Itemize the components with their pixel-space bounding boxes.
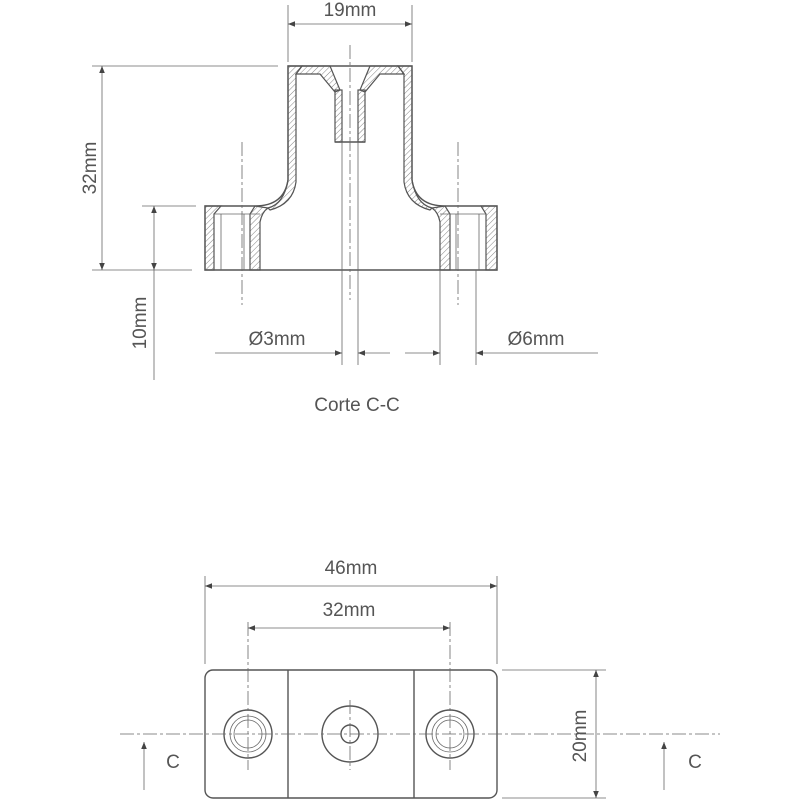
dim-depth: 20mm [570, 710, 591, 763]
plan-view: 46mm 32mm 20mm C C [120, 558, 720, 799]
hatch-right-tower [396, 65, 434, 211]
hatch-boss-left [334, 89, 343, 143]
hatch-right-flange [479, 205, 498, 271]
section-caption: Corte C-C [314, 395, 400, 416]
dim-flange-height: 10mm [130, 297, 151, 350]
dim-total-height: 32mm [80, 142, 101, 195]
section-marker-left: C [166, 752, 180, 773]
dim-inner-hole: Ø3mm [249, 329, 306, 350]
dim-overall-width: 46mm [325, 558, 378, 579]
section-view: 19mm 32mm 10mm Ø3mm Ø6mm Corte C-C [80, 0, 598, 416]
hatch-boss-right [357, 89, 366, 143]
dim-top-width: 19mm [324, 0, 377, 21]
hatch-top-cone-left [294, 65, 341, 93]
hatch-top-cone-right [359, 65, 406, 93]
hatch-left-flange [204, 205, 223, 271]
dim-hole-spacing: 32mm [323, 600, 376, 621]
hatch-left-tower [266, 65, 304, 211]
hatch-right-inner [430, 205, 451, 271]
section-marker-right: C [688, 752, 702, 773]
section-outline [204, 65, 498, 271]
hatch-left-inner [249, 205, 270, 271]
dim-side-hole: Ø6mm [508, 329, 565, 350]
